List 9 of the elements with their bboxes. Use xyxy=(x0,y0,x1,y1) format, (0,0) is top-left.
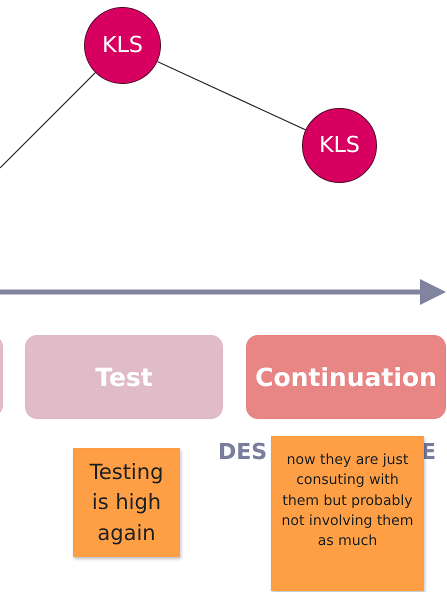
sticky-note: now they are just consuting with them but probably not involving them as much xyxy=(271,436,424,591)
stage-box: Continuation xyxy=(246,335,446,419)
person-circle: KLS xyxy=(84,7,161,84)
heading-text: DES xyxy=(218,440,268,465)
sticky-note: Testing is high again xyxy=(73,448,180,557)
connector-line xyxy=(0,72,96,168)
stage-box: Test xyxy=(25,335,223,419)
person-circle: KLS xyxy=(302,108,377,183)
connector-line xyxy=(157,61,306,130)
